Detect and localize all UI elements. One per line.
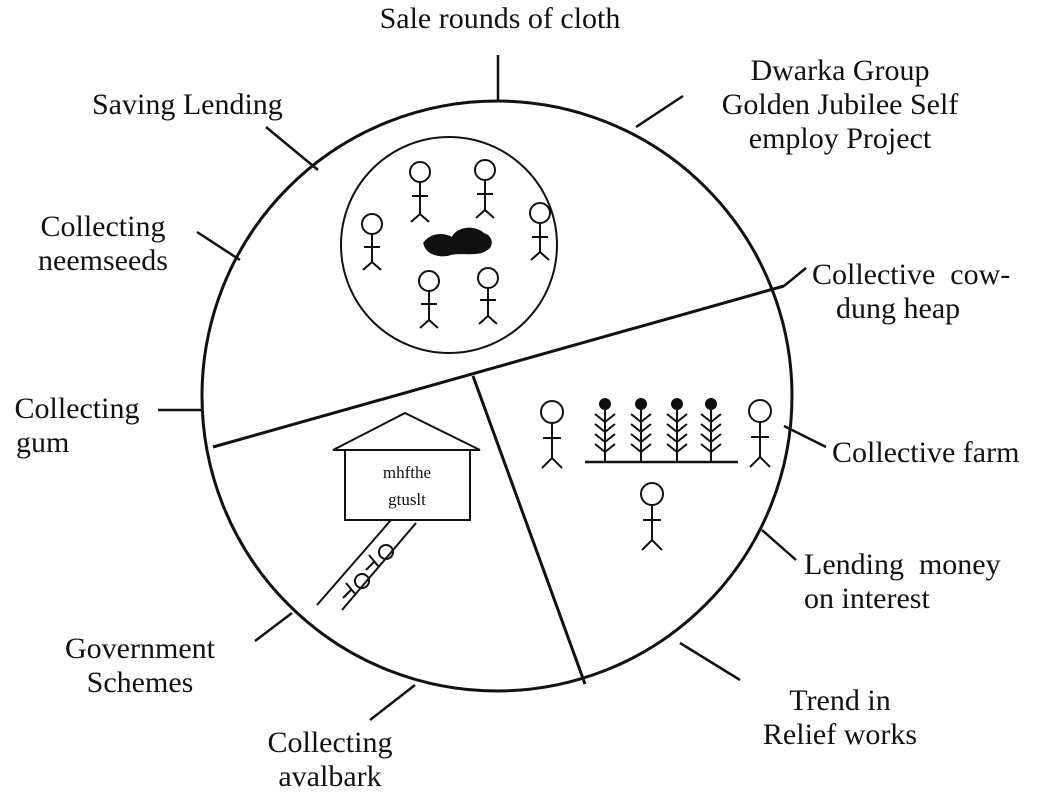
label-lending-money-line-1: Lending money [804, 548, 1001, 581]
person-icon [419, 271, 439, 328]
label-gum: Collecting gum [2, 392, 152, 460]
person-icon [541, 401, 563, 468]
label-cowdung: Collective cow- dung heap [812, 258, 1010, 326]
label-cowdung-line-2: dung heap [836, 292, 961, 325]
tick-saving-lending [266, 127, 318, 170]
tick-avalbark [370, 685, 415, 720]
sign-text-line-1: mhfthe [383, 463, 431, 482]
label-saving-lending-line: Saving Lending [92, 88, 283, 121]
label-cowdung-line-1: Collective cow- [812, 258, 1011, 291]
signboard-post-icon [317, 520, 416, 610]
person-icon [475, 160, 495, 218]
label-avalbark: Collecting avalbark [250, 726, 410, 794]
main-circle [202, 101, 792, 691]
crop-plant-icon [595, 399, 615, 462]
label-neemseeds-line-2: neemseeds [38, 244, 168, 277]
person-icon [478, 268, 498, 324]
label-farm: Collective farm [832, 436, 1019, 470]
label-dwarka-line-2: Golden Jubilee Self [721, 88, 959, 121]
tick-dwarka [636, 96, 683, 127]
crop-plant-icon [667, 399, 687, 462]
person-icon [641, 483, 663, 550]
central-object-icon [424, 228, 491, 255]
label-dwarka-line-3: employ Project [748, 122, 932, 155]
tick-government [255, 613, 292, 641]
label-relief-line-2: Relief works [762, 718, 918, 751]
label-neemseeds: Collecting neemseeds [18, 210, 188, 278]
label-government-line-1: Government [65, 632, 215, 665]
label-lending-money-line-2: on interest [804, 582, 930, 615]
label-neemseeds-line-1: Collecting [40, 210, 166, 243]
divider-line-bottom [473, 376, 585, 684]
label-relief: Trend in Relief works [740, 684, 940, 752]
label-lending-money: Lending money on interest [804, 548, 1001, 616]
signboard-icon: mhfthe gtuslt [333, 413, 480, 521]
label-gum-line-1: Collecting [14, 392, 140, 425]
label-avalbark-line-2: avalbark [278, 760, 382, 793]
label-avalbark-line-1: Collecting [267, 726, 393, 759]
label-dwarka-line-1: Dwarka Group [750, 54, 930, 87]
person-icon [410, 162, 430, 222]
divider-line-top [213, 286, 784, 447]
tick-relief [680, 643, 740, 680]
sign-text-line-2: gtuslt [388, 490, 426, 509]
label-government-line-2: Schemes [86, 666, 194, 699]
label-sale-rounds: Sale rounds of cloth [355, 2, 645, 36]
person-icon [530, 203, 550, 260]
label-dwarka: Dwarka Group Golden Jubilee Self employ … [690, 54, 990, 156]
crop-plant-icon [701, 399, 721, 462]
tick-neemseeds [197, 232, 240, 260]
crop-plant-icon [631, 399, 651, 462]
label-sale-rounds-line: Sale rounds of cloth [379, 2, 621, 35]
label-relief-line-1: Trend in [789, 684, 891, 717]
person-icon [362, 214, 382, 270]
label-saving-lending: Saving Lending [92, 88, 283, 122]
label-government: Government Schemes [50, 632, 230, 700]
tick-farm [784, 426, 826, 447]
group-circle [341, 137, 557, 353]
label-gum-line-2: gum [16, 426, 70, 459]
tick-cowdung [784, 268, 806, 286]
person-icon [749, 400, 771, 467]
label-farm-line: Collective farm [832, 436, 1020, 469]
tick-lending-money [762, 530, 796, 560]
